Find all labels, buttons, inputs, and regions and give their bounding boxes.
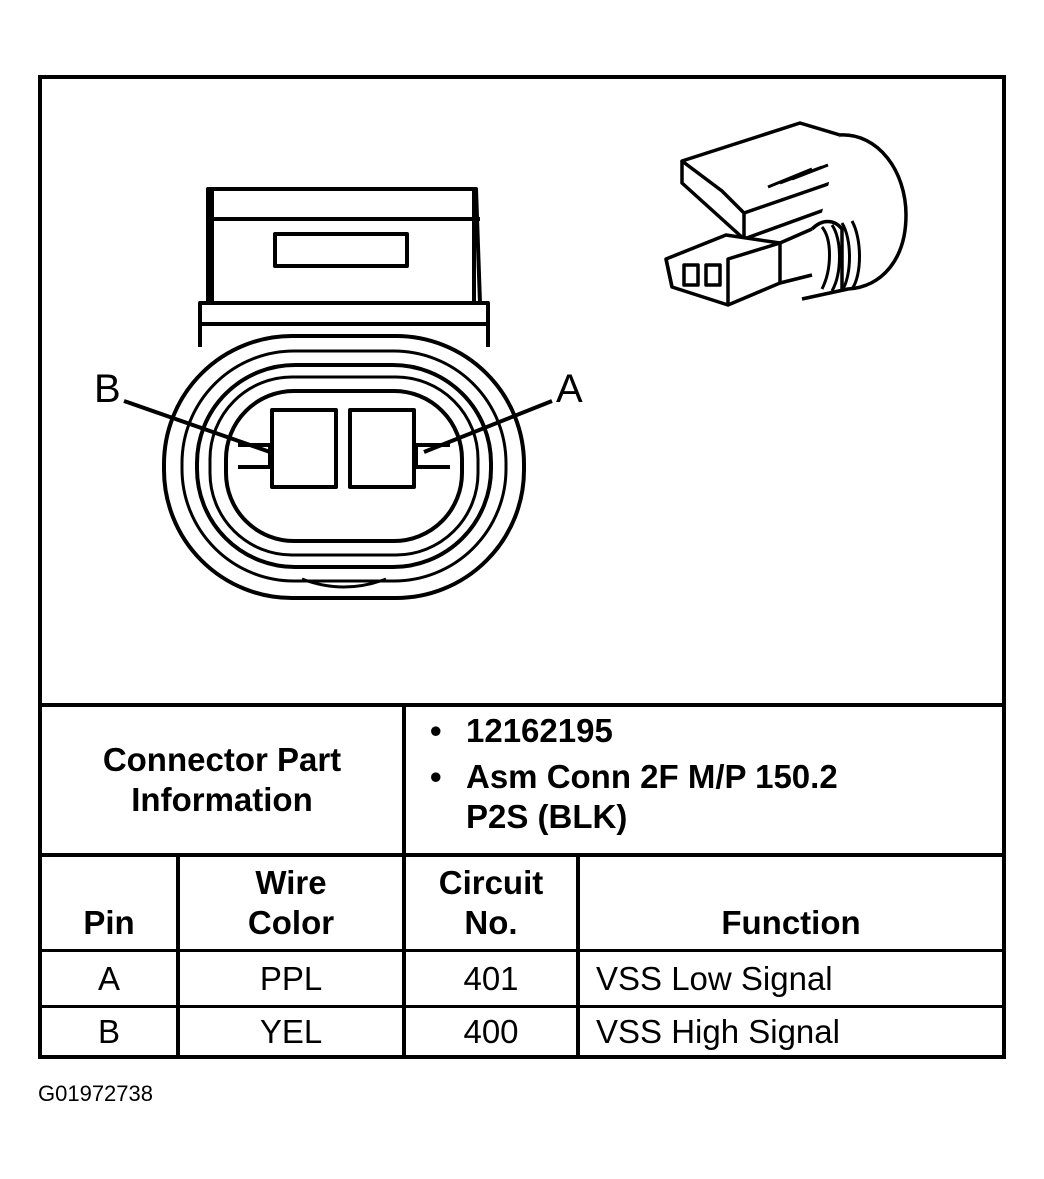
table-row-wire-color: PPL [259,959,323,997]
table-rule [402,703,406,1055]
connector-housing-top [206,187,482,305]
pin-b-cavity [270,408,338,489]
table-row-pin: B [97,1012,120,1050]
part-info-values: 12162195 Asm Conn 2F M/P 150.2 P2S (BLK) [406,711,996,853]
part-info-label-line2: Information [131,781,313,818]
part-number: 12162195 [424,711,996,751]
part-info-label-line1: Connector Part [102,741,342,778]
pin-a-leader [423,399,553,454]
connector-drawing: B A [42,79,1002,704]
header-circuit-no: Circuit No. [406,857,576,949]
header-pin: Pin [83,904,135,941]
table-row-circuit: 400 [463,1012,519,1050]
pin-b-leader [123,399,271,454]
table-row-function: VSS Low Signal [596,959,833,997]
table-rule [176,853,180,1055]
pin-a-cavity [348,408,416,489]
table-row-pin: A [97,959,120,997]
pin-b-callout: B [94,367,121,411]
figure-id: G01972738 [38,1081,153,1106]
table-rule [42,853,1002,857]
header-circuit-line2: No. [464,904,518,941]
table-row-wire-color: YEL [259,1012,323,1050]
header-circuit-line1: Circuit [438,864,544,901]
header-wire-color-line2: Color [247,904,335,941]
table-rule [576,853,580,1055]
table-row-circuit: 401 [463,959,519,997]
table-rule [42,949,1002,952]
table-row-function: VSS High Signal [596,1012,840,1050]
table-rule [42,703,1002,707]
diagram-frame: B A Connector Part Information 12162195 … [38,75,1006,1059]
part-description: Asm Conn 2F M/P 150.2 P2S (BLK) [424,757,906,837]
header-wire-color: Wire Color [180,857,402,949]
part-info-label: Connector Part Information [42,707,402,853]
latch-window [273,232,409,268]
part-info-list: 12162195 Asm Conn 2F M/P 150.2 P2S (BLK) [424,711,996,837]
header-wire-color-line1: Wire [255,864,327,901]
header-function: Function [721,904,861,941]
connector-pinout-table: Connector Part Information 12162195 Asm … [42,703,1002,1055]
connector-perspective-view [664,121,908,307]
pin-a-callout: A [556,367,583,411]
table-rule [42,1005,1002,1008]
outer-seal [162,334,526,600]
connector-illustration [123,121,908,600]
